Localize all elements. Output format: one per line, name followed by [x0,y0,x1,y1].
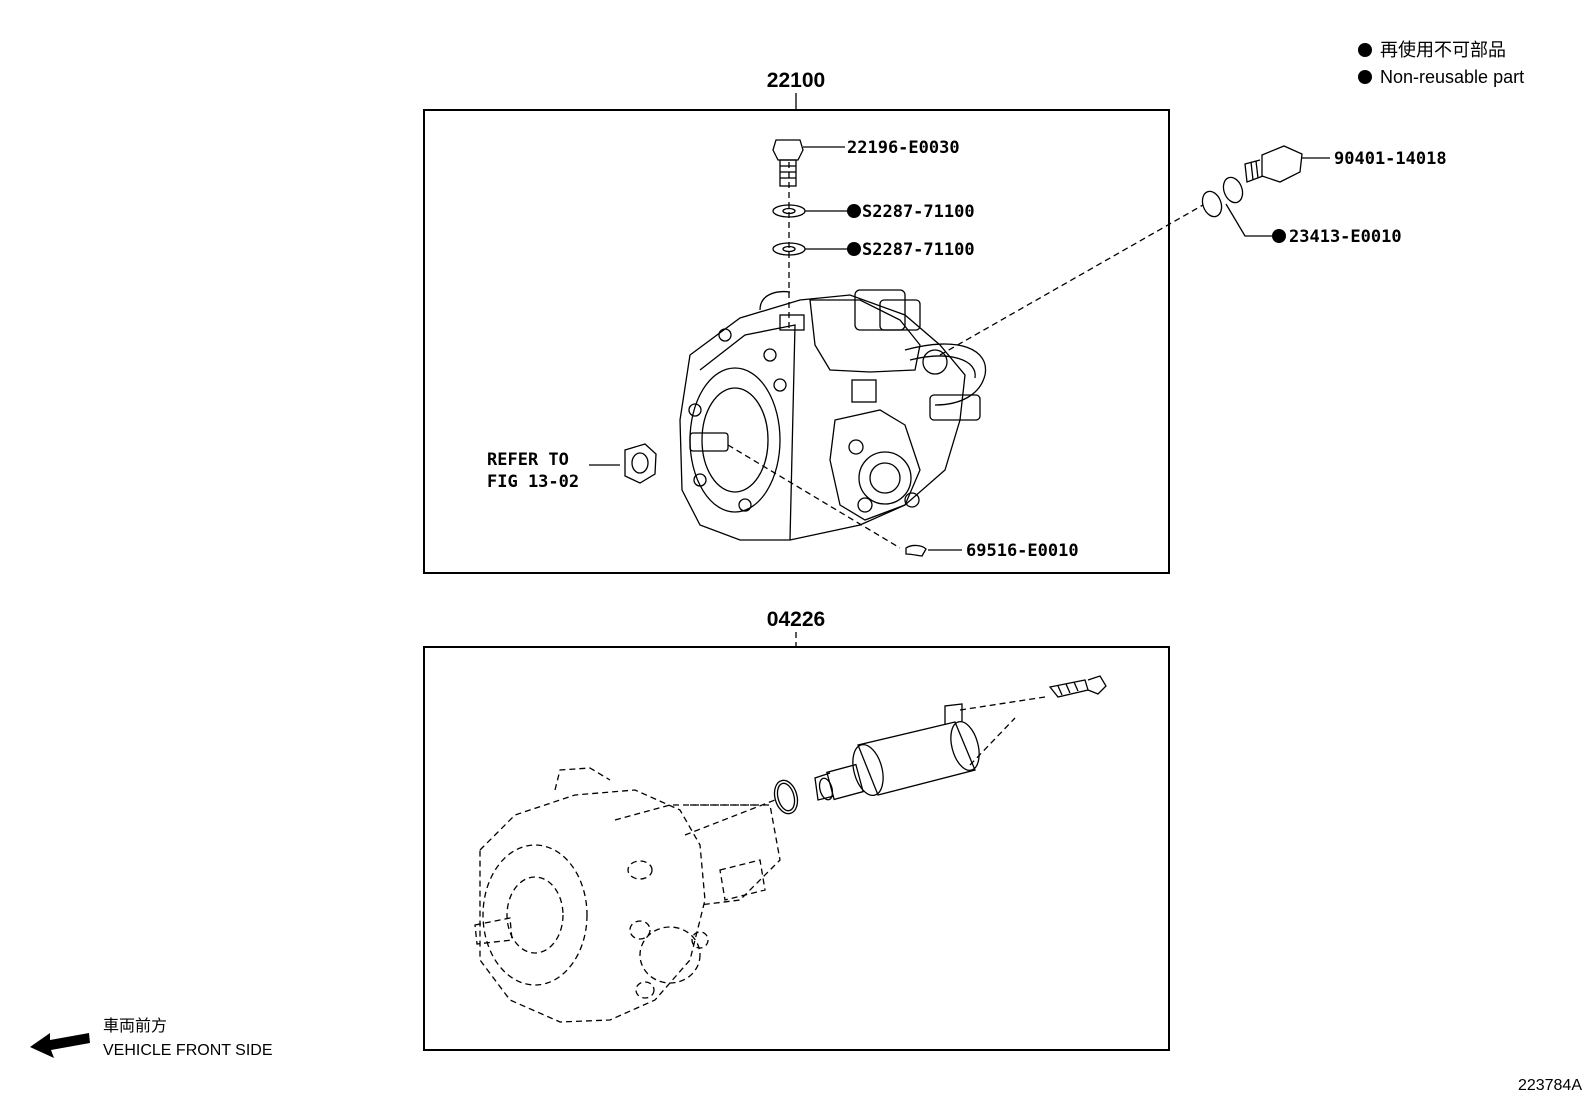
legend-japanese: 再使用不可部品 [1380,40,1506,60]
fuel-pump-icon[interactable] [679,289,987,541]
part-number-gasket[interactable]: 23413-E0010 [1289,227,1402,247]
o-ring-icon[interactable] [771,778,801,817]
assembly-box-bottom [423,646,1170,1051]
gasket-icon[interactable] [1199,175,1246,220]
non-reusable-marker-icon [847,242,861,256]
control-valve-icon[interactable] [814,703,984,801]
assembly-box-top [423,109,1170,574]
nut-icon[interactable] [624,443,657,484]
part-number-key[interactable]: 69516-E0010 [966,541,1079,561]
assembly-number-bottom[interactable]: 04226 [767,608,825,631]
refer-to-line-1: REFER TO [487,450,569,470]
non-reusable-marker-icon [1358,43,1372,57]
assembly-number-top[interactable]: 22100 [767,69,825,92]
figure-id: 223784A [1518,1077,1582,1094]
non-reusable-marker-icon [1358,70,1372,84]
refer-to-line-2: FIG 13-02 [487,472,579,492]
non-reusable-marker-icon [847,204,861,218]
bolt-icon[interactable] [772,139,804,187]
screw-icon[interactable] [1048,675,1107,698]
part-number-bolt[interactable]: 22196-E0030 [847,138,960,158]
vehicle-front-japanese: 車両前方 [103,1017,167,1035]
union-bolt-icon[interactable] [1244,145,1303,183]
part-number-washer-1[interactable]: S2287-71100 [862,202,975,222]
non-reusable-marker-icon [1272,229,1286,243]
vehicle-front-english: VEHICLE FRONT SIDE [103,1042,273,1059]
legend-english: Non-reusable part [1380,67,1524,87]
part-number-washer-2[interactable]: S2287-71100 [862,240,975,260]
fuel-pump-outline-icon[interactable] [474,767,781,1023]
part-number-union-bolt[interactable]: 90401-14018 [1334,149,1447,169]
vehicle-front-arrow-icon [30,1033,90,1058]
key-icon[interactable] [905,544,927,557]
